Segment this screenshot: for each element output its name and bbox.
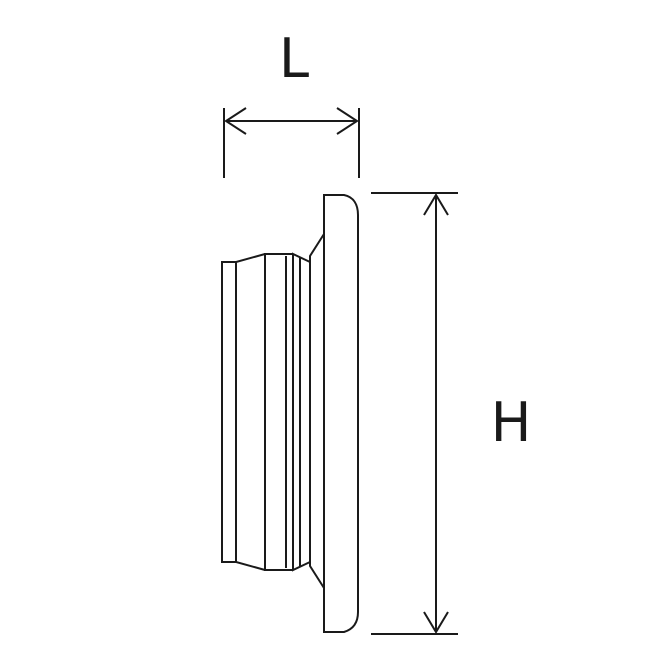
body-rib-3 bbox=[264, 253, 293, 571]
height-arrowhead-top bbox=[423, 193, 449, 216]
height-label: H bbox=[491, 391, 532, 454]
length-dimension: L bbox=[223, 27, 360, 178]
height-arrowhead-bottom bbox=[423, 611, 449, 634]
body-rib-2 bbox=[292, 252, 311, 572]
body-rib-4 bbox=[235, 253, 266, 571]
flange-outline bbox=[323, 194, 359, 633]
part-profile bbox=[221, 194, 359, 633]
length-arrowhead-left bbox=[224, 107, 247, 135]
body-end-cap bbox=[221, 261, 236, 563]
height-dimension: H bbox=[371, 192, 532, 635]
length-label: L bbox=[279, 27, 309, 90]
body-rib-1 bbox=[309, 233, 325, 589]
length-arrowhead-right bbox=[336, 107, 359, 135]
